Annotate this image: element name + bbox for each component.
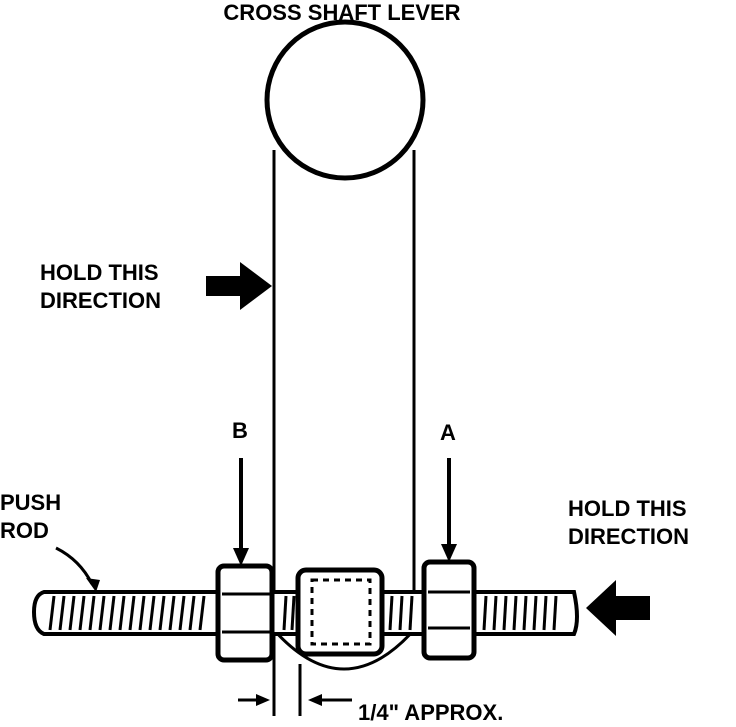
push-rod-label-line1: PUSH <box>0 490 61 515</box>
hold-right-label-line1: HOLD THIS <box>568 496 687 521</box>
hold-left-label-line1: HOLD THIS <box>40 260 159 285</box>
nut-a <box>421 559 477 661</box>
arrow-to-nut-b <box>233 458 249 566</box>
label-a: A <box>440 420 456 445</box>
hold-right-direction-arrow <box>586 580 650 636</box>
push-rod-leader <box>55 546 100 592</box>
rod-threads <box>48 595 558 631</box>
nut-b <box>215 563 275 663</box>
measurement-label: 1/4" APPROX. <box>358 700 503 722</box>
push-rod-label-line2: ROD <box>0 518 49 543</box>
hold-right-label-line2: DIRECTION <box>568 524 689 549</box>
lever-swivel-block <box>295 567 385 657</box>
hold-left-direction-arrow <box>206 262 272 310</box>
measurement-indicator <box>238 664 352 716</box>
cross-shaft-circle <box>264 19 426 181</box>
hold-left-label-line2: DIRECTION <box>40 288 161 313</box>
arrow-to-nut-a <box>441 458 457 562</box>
label-b: B <box>232 418 248 443</box>
lever-bottom-arc <box>272 628 416 671</box>
